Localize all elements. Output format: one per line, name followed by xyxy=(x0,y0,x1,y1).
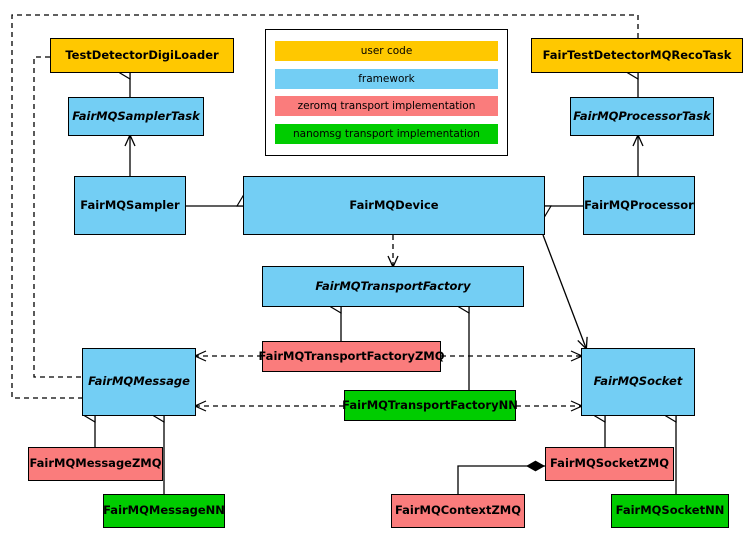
class-box-fairmqtransportfactoryzmq[interactable]: FairMQTransportFactoryZMQ xyxy=(259,341,445,372)
class-box-fairmqdevice[interactable]: FairMQDevice xyxy=(243,176,545,235)
class-label: FairMQProcessor xyxy=(584,197,694,212)
legend-item-nanomsg: nanomsg transport implementation xyxy=(275,124,498,145)
class-box-fairtestdetectormqrecotask[interactable]: FairTestDetectorMQRecoTask xyxy=(531,38,743,73)
class-label: FairMQSampler xyxy=(80,197,180,212)
class-label: FairMQSocket xyxy=(593,374,683,389)
edge-device-socket xyxy=(542,234,586,348)
legend-label: zeromq transport implementation xyxy=(297,100,476,113)
class-label: FairTestDetectorMQRecoTask xyxy=(542,47,732,62)
class-label: FairMQMessageZMQ xyxy=(29,456,162,471)
class-box-fairmqtransportfactorynn[interactable]: FairMQTransportFactoryNN xyxy=(342,390,518,421)
class-label: FairMQTransportFactoryNN xyxy=(342,397,518,412)
legend-label: user code xyxy=(360,44,413,57)
class-label: FairMQDevice xyxy=(349,197,439,212)
legend-item-user-code: user code xyxy=(275,40,498,61)
legend-panel: user code framework zeromq transport imp… xyxy=(265,29,508,156)
class-box-fairmqsamplertask[interactable]: FairMQSamplerTask xyxy=(68,97,204,136)
class-box-fairmqprocessortask[interactable]: FairMQProcessorTask xyxy=(570,97,714,136)
class-label: FairMQProcessorTask xyxy=(573,108,711,123)
edge-contextzmq-socketzmq xyxy=(457,466,545,494)
class-box-testdetectordigiloader[interactable]: TestDetectorDigiLoader xyxy=(50,38,234,73)
class-label: FairMQMessage xyxy=(88,374,190,389)
legend-label: nanomsg transport implementation xyxy=(293,128,480,141)
class-label: TestDetectorDigiLoader xyxy=(65,47,219,62)
class-label: FairMQMessageNN xyxy=(103,503,225,518)
legend-item-framework: framework xyxy=(275,68,498,89)
class-box-fairmqsocketnn[interactable]: FairMQSocketNN xyxy=(611,494,729,528)
class-label: FairMQContextZMQ xyxy=(394,503,522,518)
class-box-fairmqmessage[interactable]: FairMQMessage xyxy=(82,348,196,416)
class-box-fairmqcontextzmq[interactable]: FairMQContextZMQ xyxy=(391,494,525,528)
class-box-fairmqsocket[interactable]: FairMQSocket xyxy=(581,348,695,416)
class-label: FairMQTransportFactory xyxy=(315,278,471,293)
class-label: FairMQSocketNN xyxy=(615,503,725,518)
class-box-fairmqsocketzmq[interactable]: FairMQSocketZMQ xyxy=(545,447,674,481)
class-box-fairmqsampler[interactable]: FairMQSampler xyxy=(74,176,186,235)
class-box-fairmqmessagezmq[interactable]: FairMQMessageZMQ xyxy=(28,447,163,481)
legend-label: framework xyxy=(358,72,415,85)
class-label: FairMQTransportFactoryZMQ xyxy=(258,348,445,363)
class-label: FairMQSocketZMQ xyxy=(550,456,669,471)
class-box-fairmqtransportfactory[interactable]: FairMQTransportFactory xyxy=(262,266,524,307)
class-label: FairMQSamplerTask xyxy=(72,108,200,123)
legend-item-zeromq: zeromq transport implementation xyxy=(275,96,498,117)
class-box-fairmqprocessor[interactable]: FairMQProcessor xyxy=(583,176,695,235)
class-box-fairmqmessagenn[interactable]: FairMQMessageNN xyxy=(103,494,225,528)
